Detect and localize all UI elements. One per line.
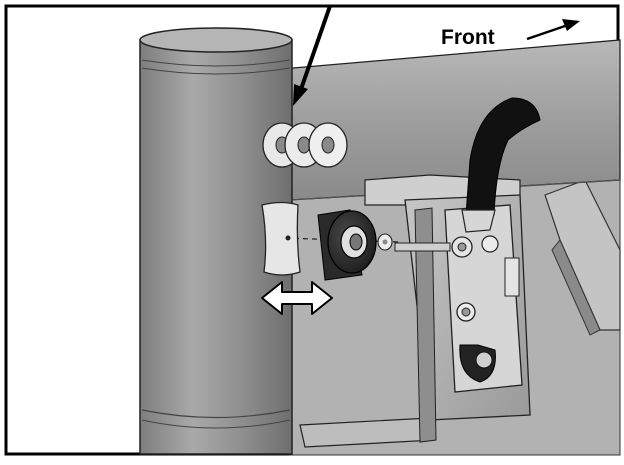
grip-bracket [461,209,496,233]
bolt [394,236,473,258]
knob-center [285,235,291,241]
washer-stack [262,122,348,168]
small-washer-hole [382,239,388,245]
latch-plate [444,204,523,393]
front-arrow-icon [562,19,580,31]
spacer-collar [317,209,377,281]
pointer-arrowhead-icon [293,84,308,106]
double-arrow-icon [261,281,333,315]
front-arrow-line [526,23,569,41]
adjustment-knob [261,201,301,276]
front-label: Front [441,26,495,49]
rubber-grip [465,97,541,216]
pointer-arrow-line [298,5,332,93]
brace-shadow [551,239,601,336]
